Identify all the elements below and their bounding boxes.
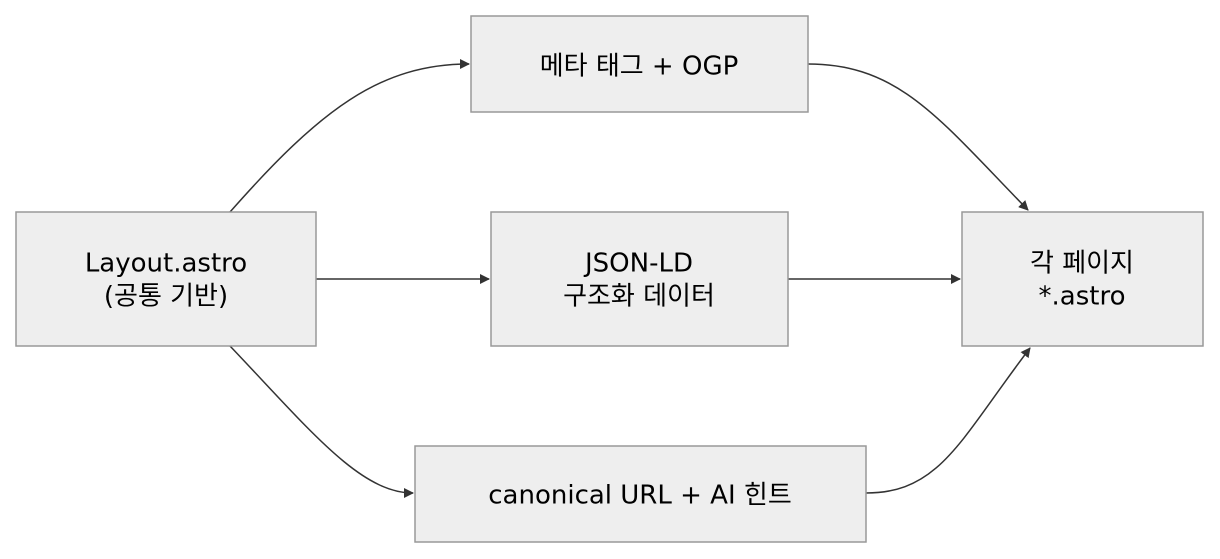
node-pages-line1: 각 페이지 bbox=[1030, 249, 1134, 279]
node-pages-line2: *.astro bbox=[1039, 282, 1126, 312]
edge-layout-to-canonical bbox=[229, 345, 414, 498]
node-layout-line1: Layout.astro bbox=[85, 249, 247, 279]
edge-canonical-to-pages bbox=[865, 347, 1031, 494]
node-canonical: canonical URL + AI 힌트 bbox=[414, 445, 867, 543]
node-meta-box bbox=[470, 15, 809, 113]
node-jsonld-line1: JSON-LD bbox=[583, 249, 693, 279]
node-pages-box bbox=[961, 211, 1204, 347]
node-meta: 메타 태그 + OGP bbox=[470, 15, 809, 113]
edge-meta-to-pages bbox=[807, 63, 1029, 211]
node-layout: Layout.astro (공통 기반) bbox=[15, 211, 317, 347]
edge-layout-to-meta bbox=[229, 59, 470, 213]
node-jsonld-line2: 구조화 데이터 bbox=[563, 282, 715, 312]
node-jsonld-box bbox=[490, 211, 789, 347]
node-canonical-line1: canonical URL + AI 힌트 bbox=[488, 481, 792, 511]
node-layout-line2: (공통 기반) bbox=[104, 282, 228, 312]
node-meta-line1: 메타 태그 + OGP bbox=[540, 52, 739, 82]
node-canonical-box bbox=[414, 445, 867, 543]
node-jsonld: JSON-LD 구조화 데이터 bbox=[490, 211, 789, 347]
node-pages: 각 페이지 *.astro bbox=[961, 211, 1204, 347]
node-layout-box bbox=[15, 211, 317, 347]
